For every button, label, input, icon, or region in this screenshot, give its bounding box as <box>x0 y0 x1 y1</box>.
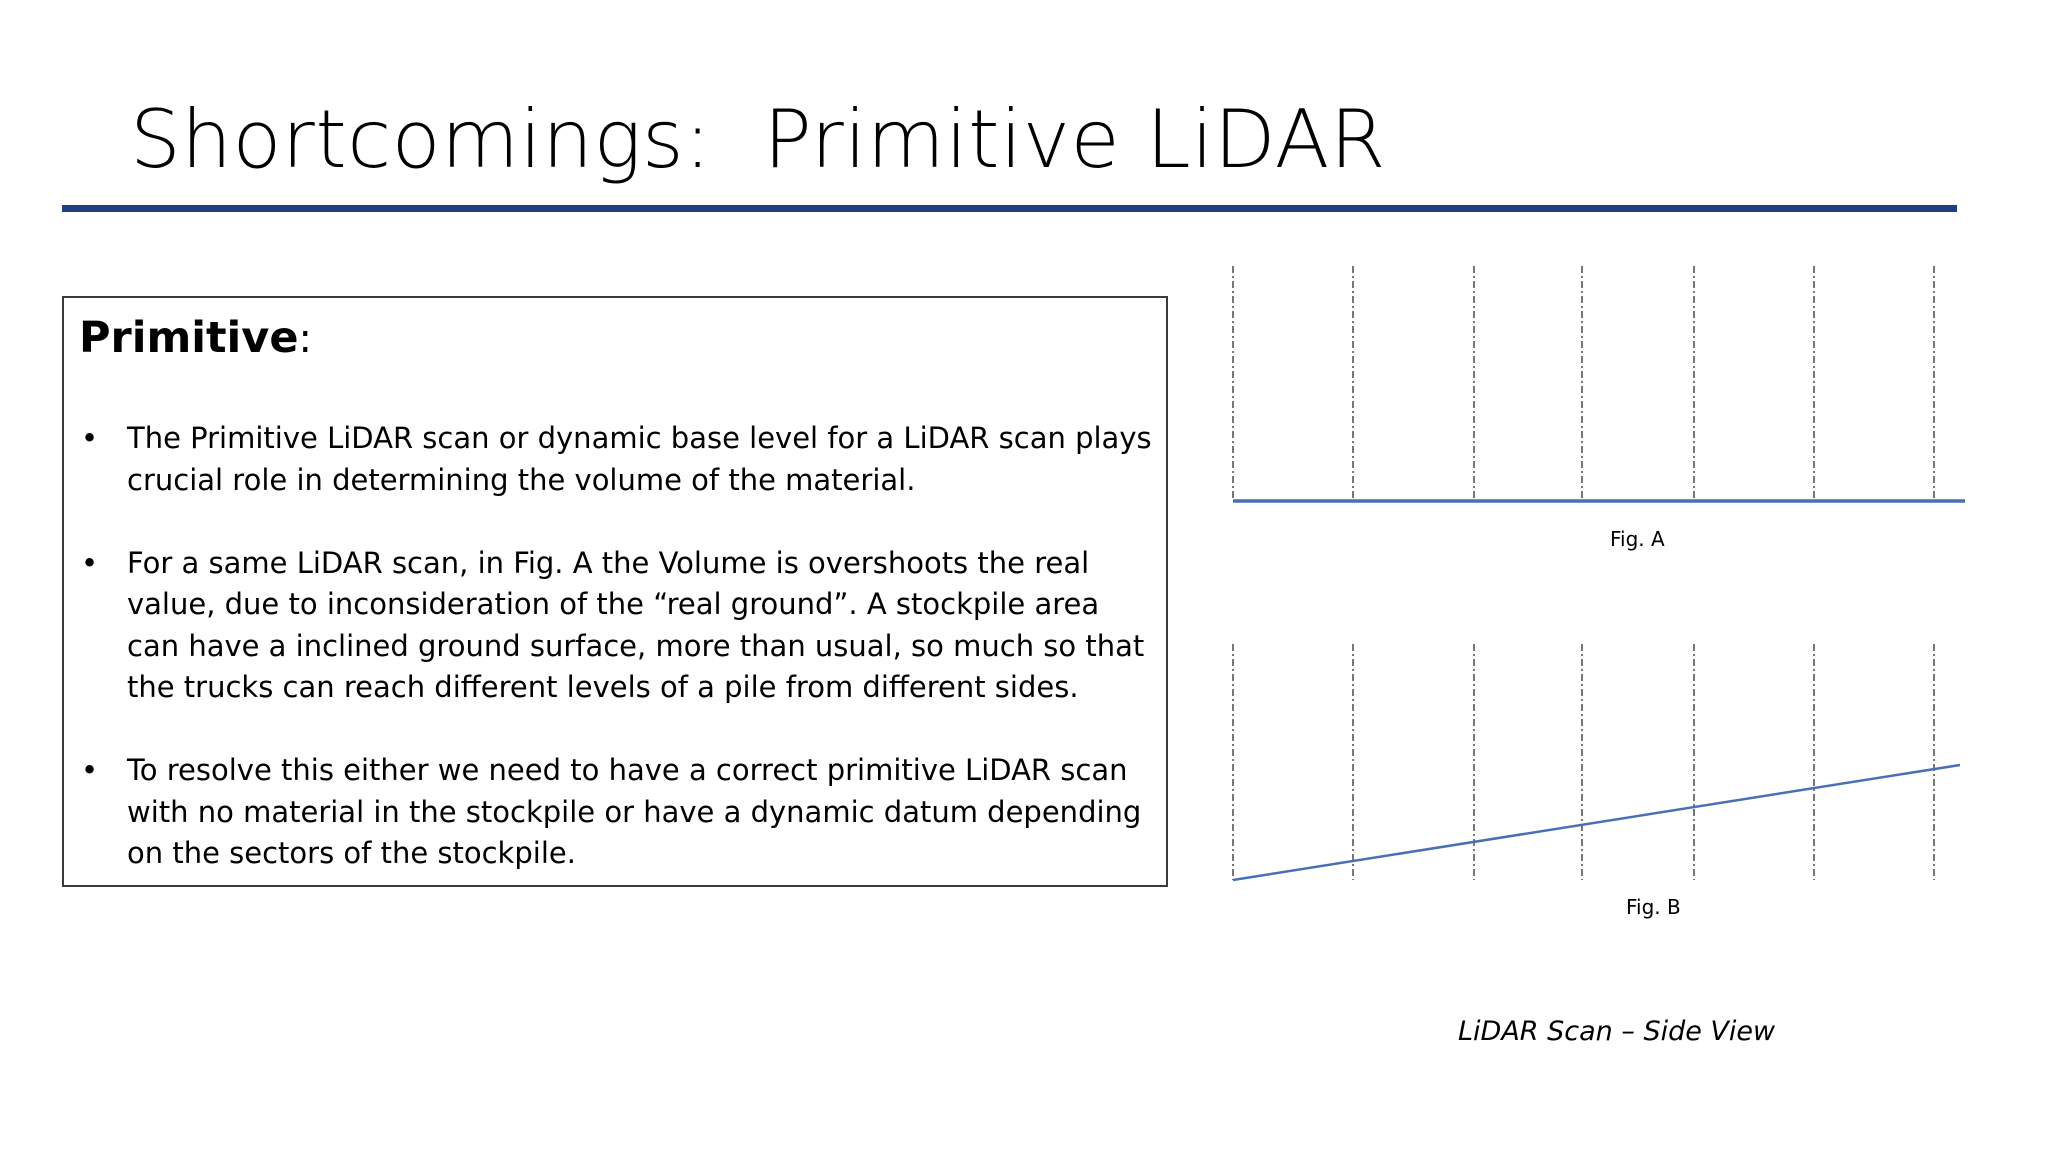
bullet-text: For a same LiDAR scan, in Fig. A the Vol… <box>127 545 1145 705</box>
bullet-dot: • <box>81 545 99 580</box>
fig-b-label: Fig. B <box>1626 895 1681 919</box>
box-heading-bold: Primitive <box>79 313 299 363</box>
bullet-item: • For a same LiDAR scan, in Fig. A the V… <box>79 543 1154 709</box>
bullet-dot: • <box>81 753 99 787</box>
box-heading-colon: : <box>298 316 312 362</box>
bullet-item: • The Primitive LiDAR scan or dynamic ba… <box>79 418 1154 501</box>
fig-b-scan-lines <box>1232 644 1935 880</box>
fig-a-scan-lines <box>1232 266 1935 500</box>
slide-title: Shortcomings: Primitive LiDAR <box>130 93 1386 186</box>
primitive-text-box: Primitive: • The Primitive LiDAR scan or… <box>62 296 1168 887</box>
bullet-text: To resolve this either we need to have a… <box>127 753 1142 870</box>
title-divider <box>62 205 1957 212</box>
figure-caption: LiDAR Scan – Side View <box>1458 1016 1776 1047</box>
fig-a-diagram <box>1232 266 1965 503</box>
bullet-dot: • <box>81 421 99 455</box>
bullet-text: The Primitive LiDAR scan or dynamic base… <box>127 421 1152 497</box>
box-heading: Primitive: <box>79 308 312 369</box>
fig-a-label: Fig. A <box>1610 527 1665 551</box>
bullet-item: • To resolve this either we need to have… <box>79 750 1154 875</box>
fig-b-diagram <box>1232 644 1961 882</box>
bullet-list: • The Primitive LiDAR scan or dynamic ba… <box>79 418 1154 916</box>
fig-b-inclined-ground-line <box>1232 763 1961 882</box>
